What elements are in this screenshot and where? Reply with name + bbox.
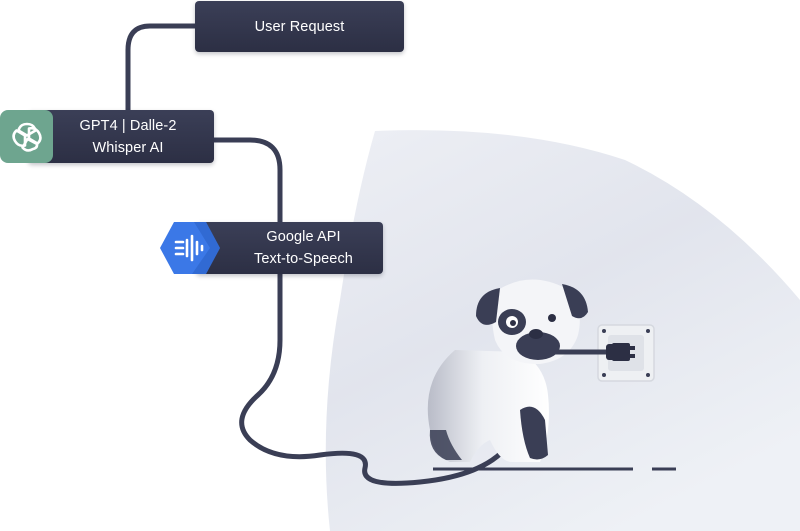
user-request-node: User Request [195,1,404,52]
google-speech-icon [158,220,222,276]
google-node-line2: Text-to-Speech [254,251,353,267]
gpt-node-line2: Whisper AI [92,139,164,156]
google-tts-node: Google API Text-to-Speech [196,222,383,274]
gpt-node-line1: GPT4 | Dalle-2 [79,117,177,134]
pug-dog-illustration [427,279,588,462]
gpt-node: GPT4 | Dalle-2 Whisper AI [28,110,214,163]
user-request-label: User Request [254,18,345,35]
cable-user-to-gpt [125,23,199,114]
google-node-line1: Google API [266,229,341,245]
openai-logo-icon [0,110,53,163]
plug-icon [606,344,624,360]
